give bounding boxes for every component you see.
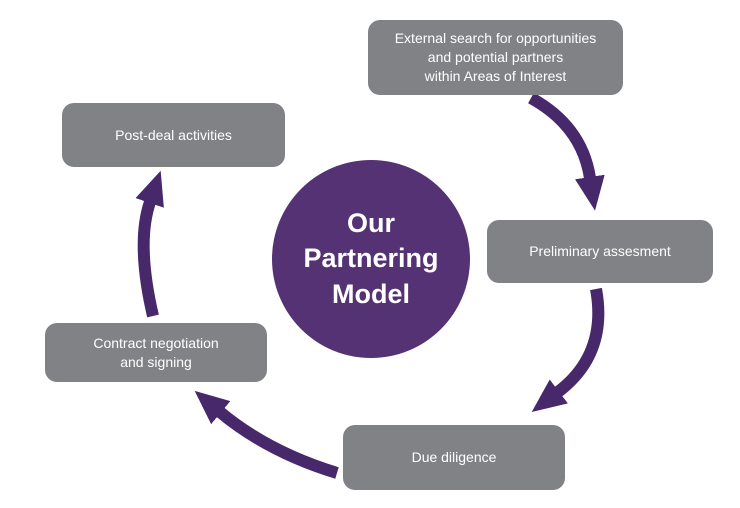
step-due-diligence-label: Due diligence (411, 449, 497, 466)
step-external-search-label: External search for opportunities and po… (394, 30, 597, 84)
step-external-search: External search for opportunities and po… (368, 20, 623, 95)
center-circle: Our Partnering Model (272, 160, 470, 358)
arrow-external-to-preliminary-icon (528, 92, 605, 211)
step-post-deal-activities: Post-deal activities (62, 103, 285, 167)
step-preliminary-assesment: Preliminary assesment (487, 220, 713, 283)
step-due-diligence: Due diligence (343, 425, 565, 490)
step-post-deal-activities-label: Post-deal activities (115, 126, 232, 143)
step-contract-negotiation-label: Contract negotiation and signing (93, 334, 219, 370)
arrow-preliminary-to-duediligence-icon (531, 287, 605, 412)
arrow-duediligence-to-contract-icon (194, 390, 339, 479)
center-circle-title: Our Partnering Model (303, 207, 439, 309)
step-contract-negotiation: Contract negotiation and signing (45, 323, 267, 382)
step-preliminary-assesment-label: Preliminary assesment (529, 243, 671, 260)
arrow-contract-to-postdeal-icon (135, 170, 164, 318)
